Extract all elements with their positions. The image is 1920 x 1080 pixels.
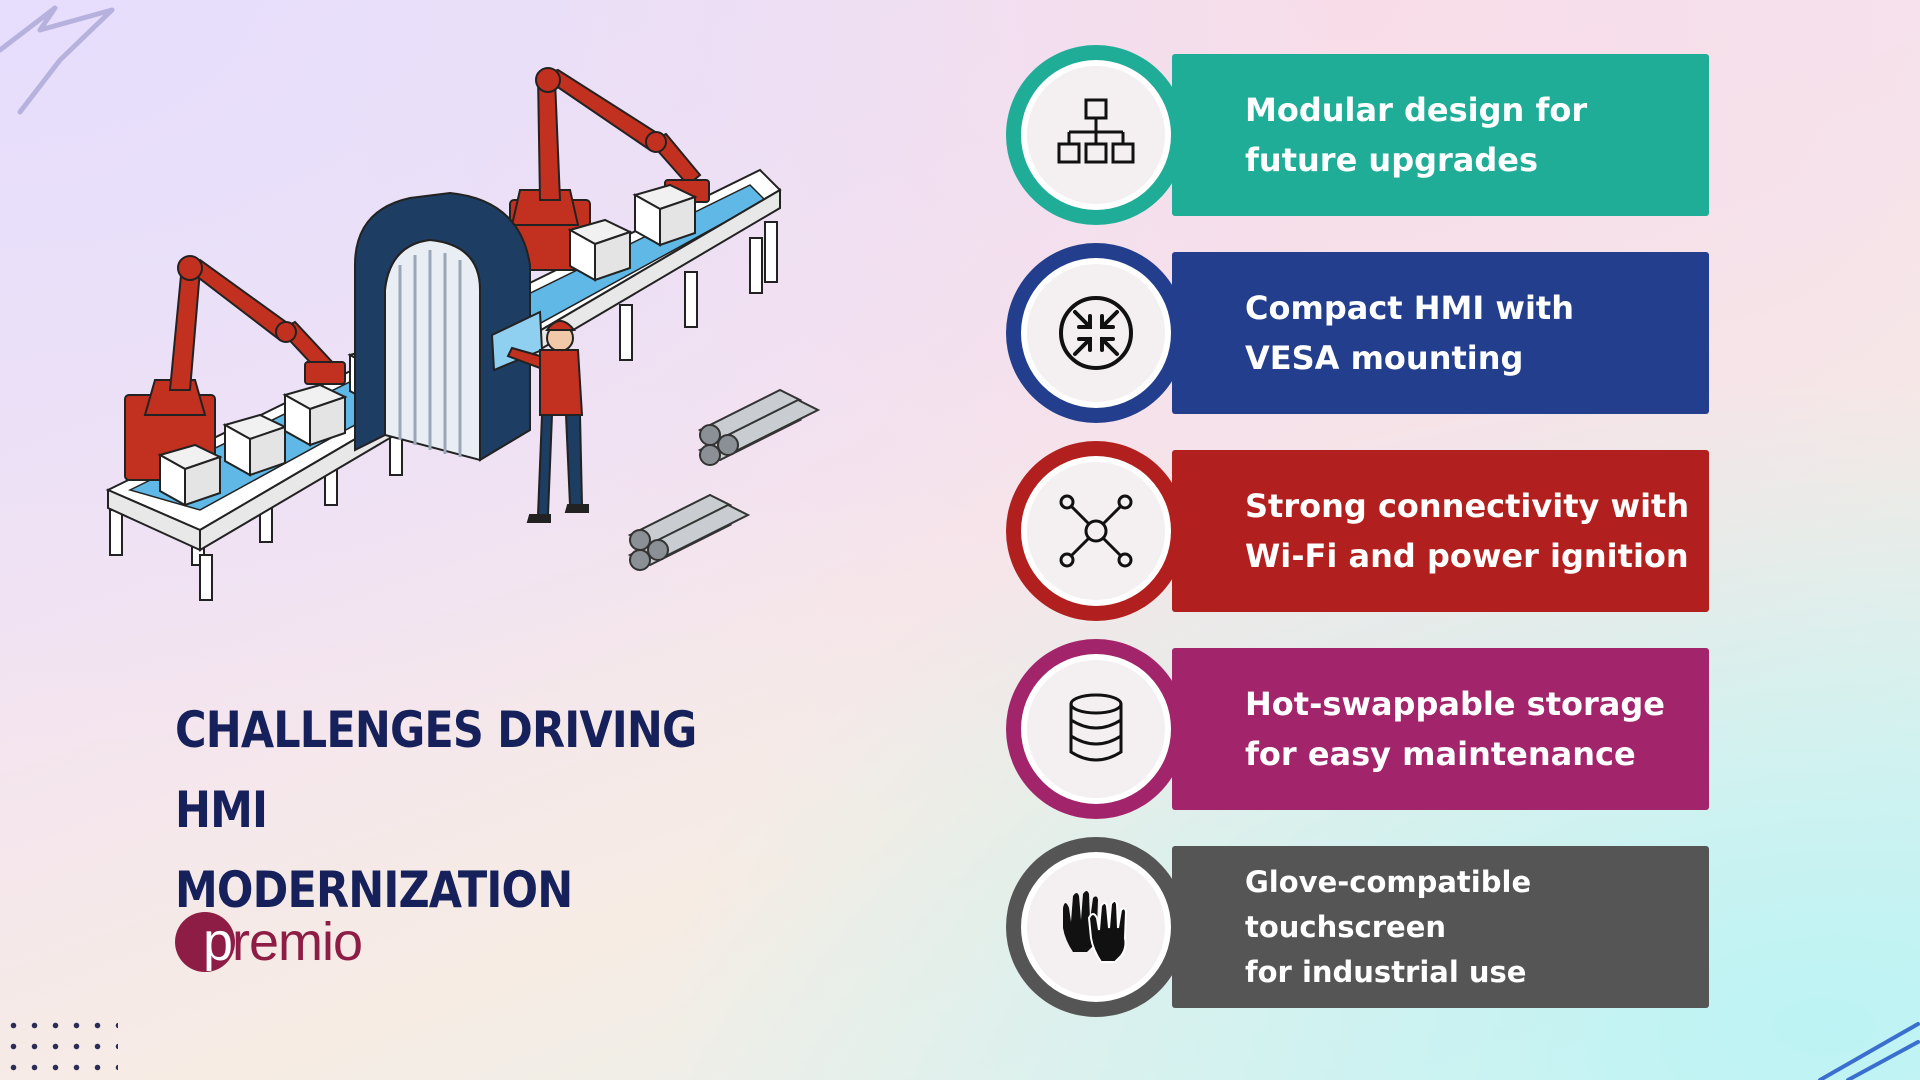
- feature-bar: [1172, 846, 1709, 1008]
- compress-arrows-icon: [1059, 296, 1133, 370]
- logo-circle: [175, 912, 235, 972]
- feature-text: Compact HMI with VESA mounting: [1245, 289, 1574, 377]
- factory-conveyor-illustration: [105, 67, 821, 601]
- hierarchy-icon: [1057, 98, 1135, 164]
- premio-logo: premio: [175, 910, 375, 974]
- feature-bar: [1172, 54, 1709, 216]
- network-nodes-icon: [1059, 494, 1133, 568]
- feature-card-modular: Modular design for future upgrades: [1000, 45, 1720, 225]
- database-icon: [1069, 693, 1123, 762]
- feature-card-compact: Compact HMI with VESA mounting: [1000, 243, 1720, 423]
- icon-disc: [1027, 462, 1165, 600]
- corner-scribble-bottom-right: [1818, 1022, 1920, 1080]
- logo-first-letter: p: [203, 912, 233, 972]
- feature-card-storage: Hot-swappable storage for easy maintenan…: [1000, 639, 1720, 819]
- page-title: CHALLENGES DRIVING HMI MODERNIZATION: [175, 701, 697, 919]
- feature-card-gloves: Glove-compatible touchscreen for industr…: [1000, 837, 1720, 1017]
- feature-text: Hot-swappable storage for easy maintenan…: [1245, 685, 1665, 773]
- gloves-icon: [1063, 891, 1128, 963]
- feature-text: Glove-compatible touchscreen for industr…: [1245, 864, 1532, 989]
- logo-rest: remio: [232, 912, 363, 972]
- feature-card-connectivity: Strong connectivity with Wi-Fi and power…: [1000, 441, 1720, 621]
- feature-text: Strong connectivity with Wi-Fi and power…: [1245, 487, 1690, 575]
- logo-wordmark: premio: [203, 910, 363, 974]
- corner-scribble-top-left: [0, 5, 115, 115]
- feature-bar: [1172, 450, 1709, 612]
- dot-grid-decoration: [0, 1012, 118, 1080]
- icon-disc: [1027, 264, 1165, 402]
- feature-text: Modular design for future upgrades: [1245, 91, 1588, 179]
- feature-bar: [1172, 648, 1709, 810]
- feature-bar: [1172, 252, 1709, 414]
